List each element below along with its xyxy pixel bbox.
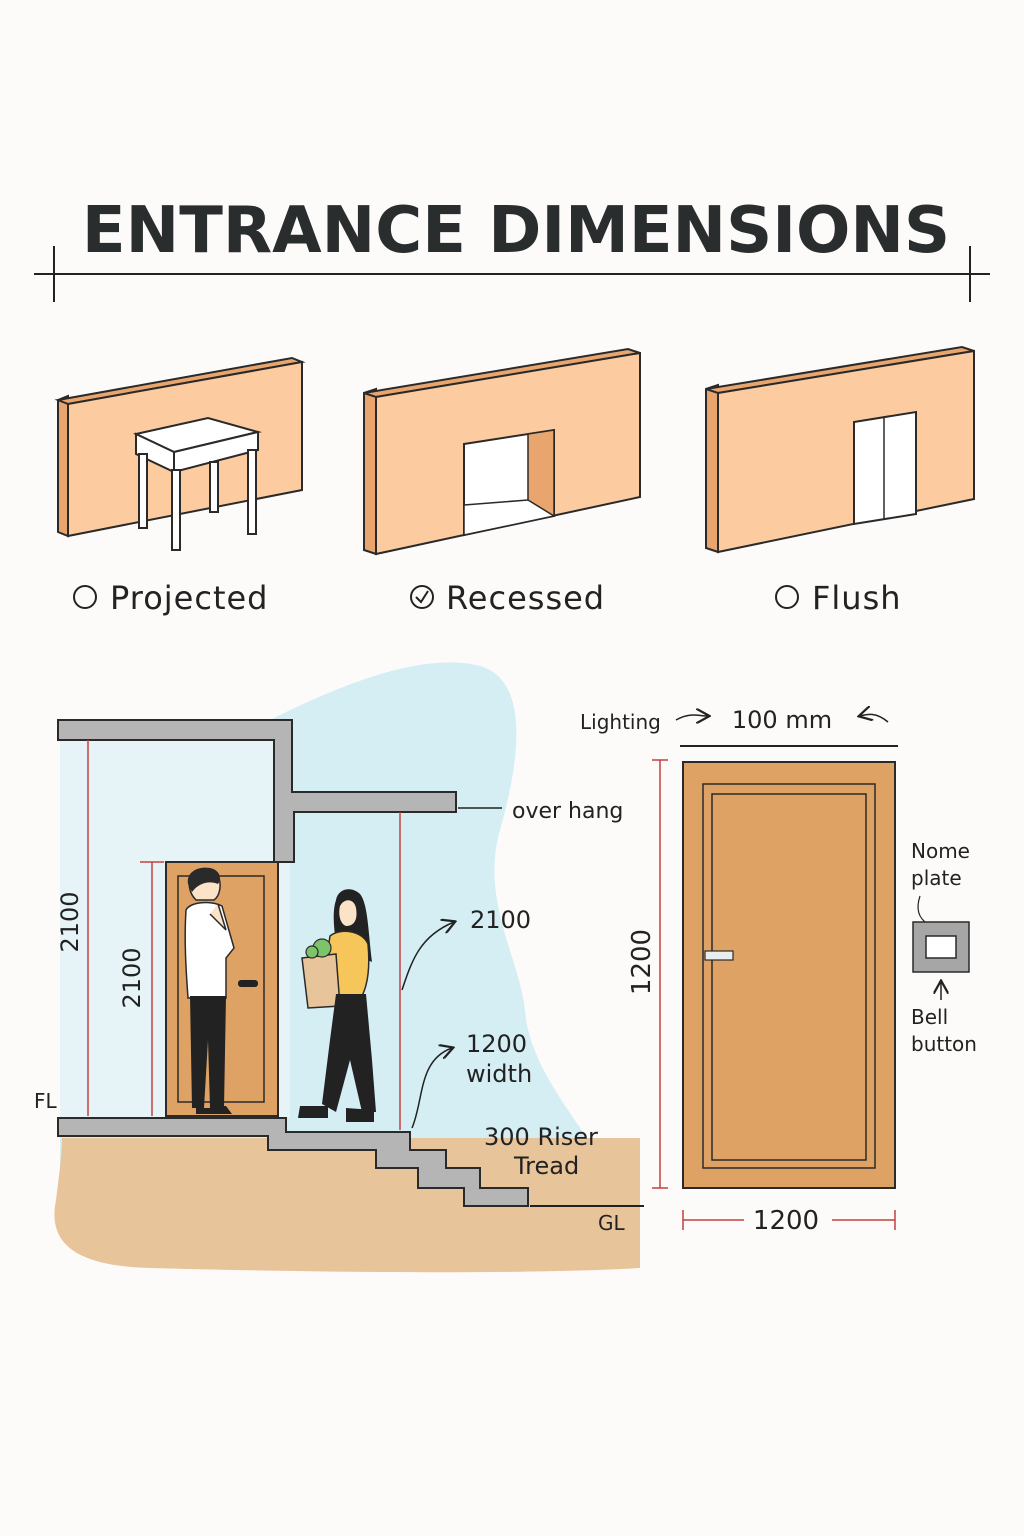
section-diagram: 2100 2100 over hang 2100 1200 width 300 … [34, 662, 644, 1273]
canopy-leg [247, 449, 257, 535]
canopy-leg [138, 453, 148, 529]
canopy-leg [171, 469, 181, 551]
wall-side [57, 394, 69, 538]
overhang-label: over hang [512, 799, 623, 824]
page-title: ENTRANCE DIMENSIONS [82, 194, 950, 268]
canopy-height-arrow [401, 922, 454, 991]
riser-label: 300 Riser [484, 1123, 598, 1151]
nameplate-pointer [917, 895, 929, 925]
lighting-arrow-left [675, 715, 708, 720]
wall-height-label: 2100 [56, 891, 84, 952]
bell-label-line1: Bell [911, 1005, 948, 1029]
door-height-label: 2100 [118, 947, 146, 1008]
fl-label: FL [34, 1089, 58, 1113]
option-label-recessed: Recessed [446, 579, 605, 617]
radio-projected[interactable] [73, 585, 97, 609]
projected-illustration [54, 356, 306, 551]
person-woman [298, 889, 376, 1122]
floor-slab-and-steps [57, 1117, 529, 1207]
tread-label: Tread [513, 1152, 579, 1180]
flush-door [853, 410, 917, 526]
radio-recessed[interactable] [410, 585, 434, 609]
door-elevation-frame [702, 783, 876, 1169]
canopy-leg [209, 461, 219, 513]
nameplate-label-line1: Nome [911, 839, 970, 863]
roof-slab [57, 719, 457, 863]
radio-flush[interactable] [775, 585, 799, 609]
nameplate-label-line2: plate [911, 866, 962, 890]
door-elevation-height-label: 1200 [627, 929, 657, 995]
ground [54, 1138, 640, 1273]
option-label-projected: Projected [110, 579, 268, 617]
check-icon [415, 590, 429, 604]
header: ENTRANCE DIMENSIONS [34, 194, 990, 302]
person-man [184, 867, 235, 1114]
canopy-side [173, 430, 259, 474]
recess-floor [463, 499, 556, 536]
option-flush[interactable]: Flush [775, 579, 902, 617]
door-elevation: Lighting 100 mm 1200 1200 Nome plate Bel… [580, 706, 977, 1236]
flush-illustration [705, 345, 975, 554]
gl-label: GL [598, 1211, 625, 1235]
door-elevation-leaf [682, 761, 896, 1189]
width-arrow [411, 1048, 452, 1129]
width-label-number: 1200 [466, 1030, 527, 1058]
canopy-height-label: 2100 [470, 906, 531, 934]
door-elevation-width-label: 1200 [753, 1206, 819, 1236]
recessed-illustration [363, 347, 641, 556]
option-recessed[interactable]: Recessed [410, 579, 605, 617]
width-label-word: width [466, 1060, 532, 1088]
wall-side [363, 387, 377, 556]
bell-label-line2: button [911, 1032, 977, 1056]
door-elevation-handle [704, 950, 734, 961]
option-projected[interactable]: Projected [73, 579, 268, 617]
lighting-value: 100 mm [732, 706, 832, 734]
option-label-flush: Flush [812, 579, 902, 617]
door-elevation-inner [711, 793, 867, 1161]
wall-side [705, 383, 719, 554]
lighting-arrow-right [860, 714, 889, 723]
door-handle [238, 980, 258, 987]
lighting-label: Lighting [580, 710, 661, 734]
bell-button [925, 935, 957, 959]
